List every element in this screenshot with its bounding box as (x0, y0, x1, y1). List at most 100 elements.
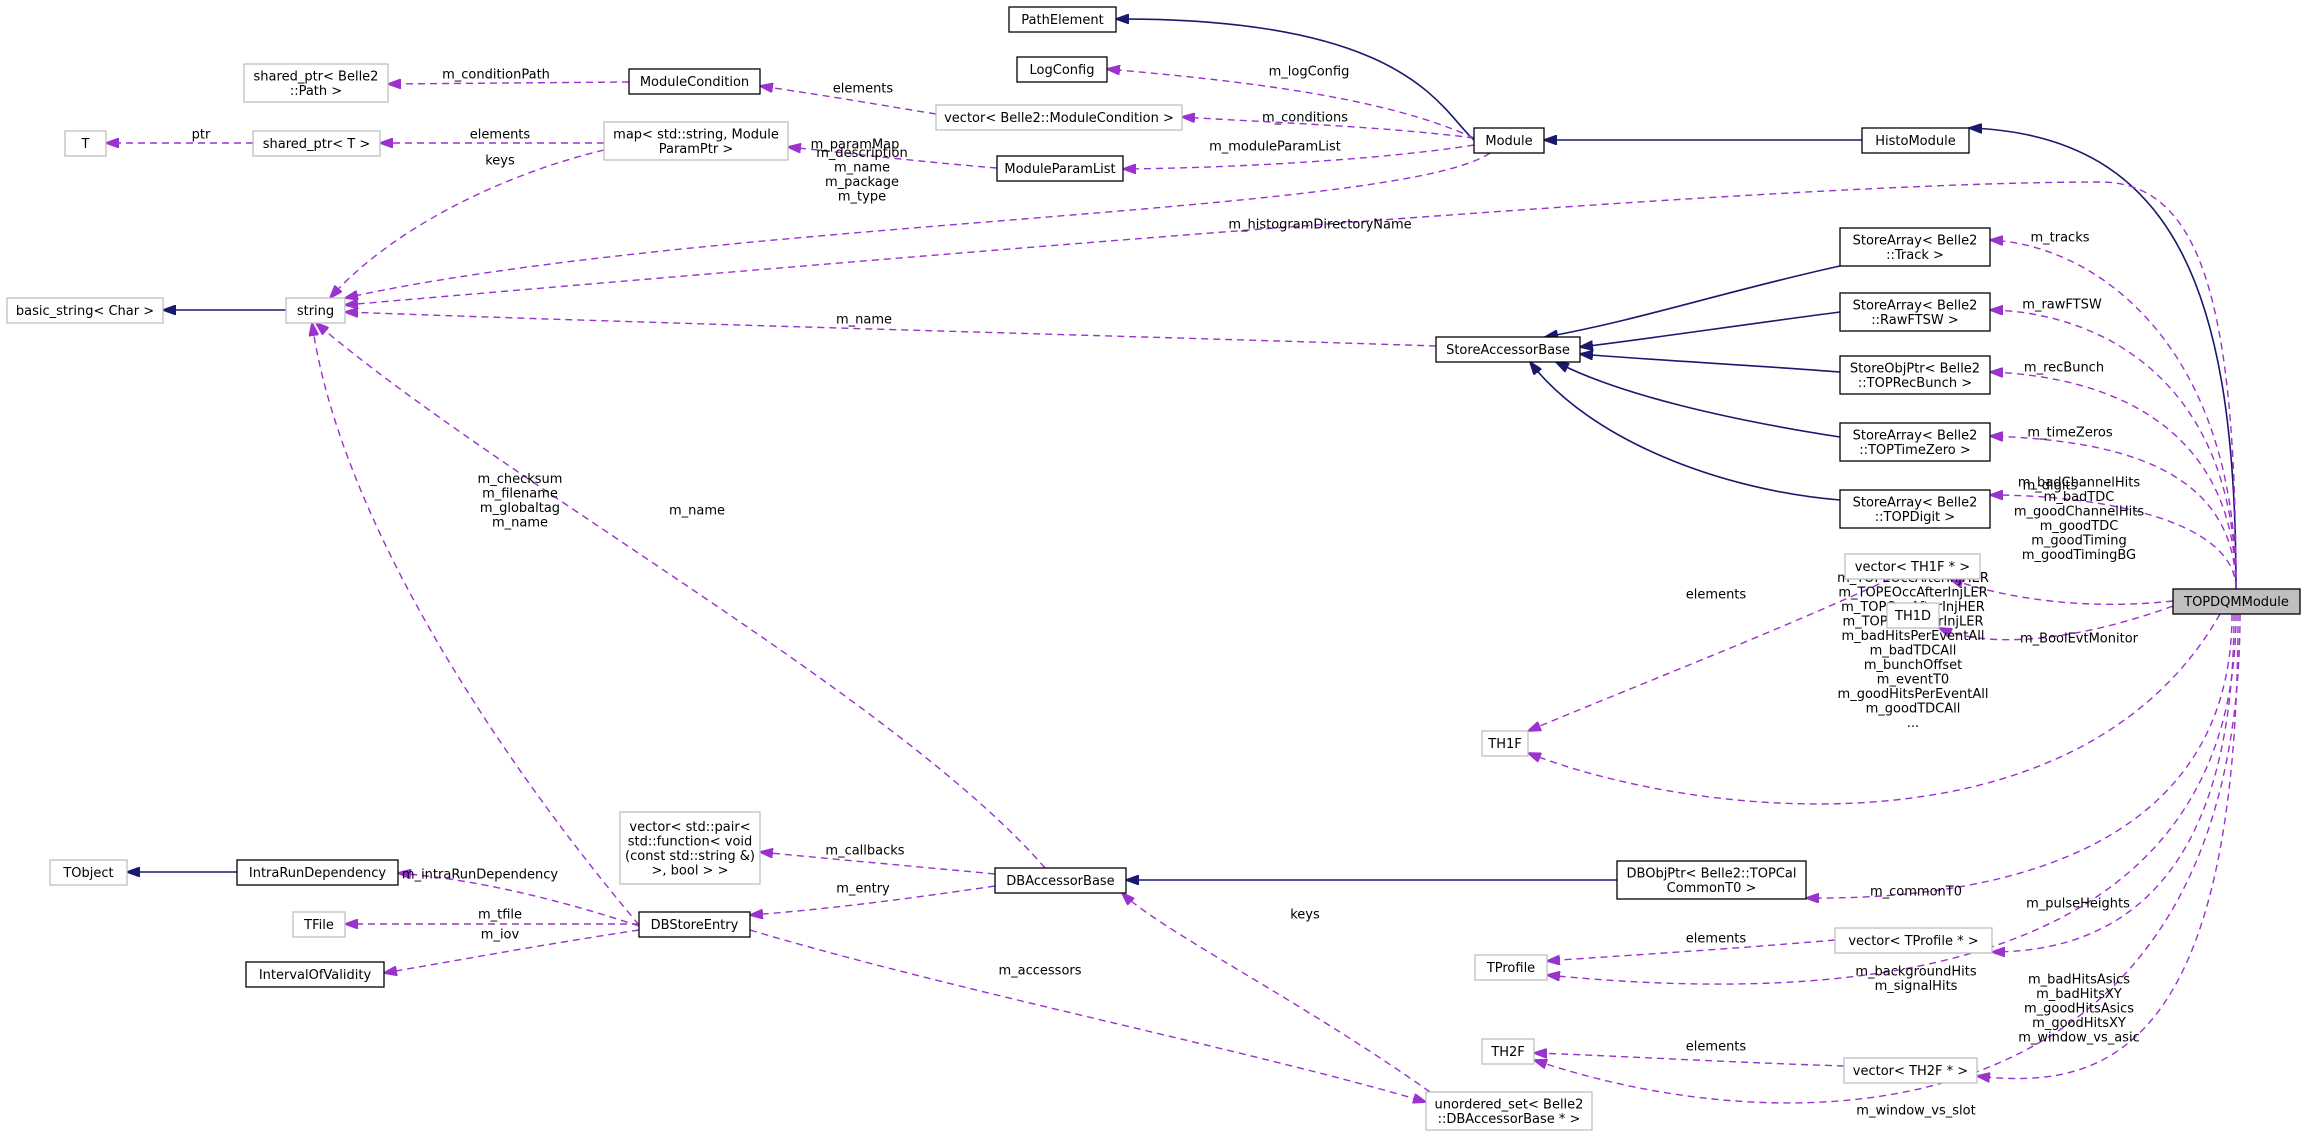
class-node-unorderedset[interactable]: unordered_set< Belle2::DBAccessorBase * … (1425, 1091, 1593, 1131)
class-node-vecmodcond[interactable]: vector< Belle2::ModuleCondition > (935, 104, 1183, 131)
usage-edge (1547, 939, 1836, 961)
usage-edge (1950, 579, 2174, 606)
class-node-label: T (81, 137, 90, 152)
usage-edge (1992, 613, 2235, 952)
class-node-histomodule[interactable]: HistoModule (1861, 127, 1970, 154)
class-node-module[interactable]: Module (1473, 127, 1545, 154)
edge-label: elements (1686, 1040, 1747, 1055)
class-node-box[interactable] (628, 68, 761, 95)
class-node-vectprofile[interactable]: vector< TProfile * > (1834, 927, 1993, 954)
inheritance-edge (1116, 19, 1475, 141)
class-node-box[interactable] (1839, 227, 1991, 267)
class-node-box[interactable] (1839, 292, 1991, 332)
class-node-satimezero[interactable]: StoreArray< Belle2::TOPTimeZero > (1839, 422, 1991, 462)
class-node-box[interactable] (935, 104, 1183, 131)
class-node-sharedpath[interactable]: shared_ptr< Belle2::Path > (243, 63, 389, 103)
class-node-box[interactable] (1844, 553, 1981, 580)
class-node-box[interactable] (1839, 489, 1991, 529)
class-node-label: vector< std::pair<std::function< void(co… (625, 820, 755, 879)
usage-edge (1534, 613, 2241, 1104)
class-node-box[interactable] (252, 130, 381, 157)
class-node-box[interactable] (996, 155, 1124, 182)
class-node-sadigit[interactable]: StoreArray< Belle2::TOPDigit > (1839, 489, 1991, 529)
usage-edge (788, 147, 998, 169)
class-node-box[interactable] (1834, 927, 1993, 954)
class-node-box[interactable] (236, 859, 399, 886)
class-node-pathelement[interactable]: PathElement (1008, 6, 1117, 33)
class-node-tprofile[interactable]: TProfile (1474, 954, 1548, 981)
usage-edge (1990, 310, 2237, 590)
class-node-box[interactable] (1616, 860, 1807, 900)
edge-label: keys (1290, 908, 1320, 923)
class-node-tobject[interactable]: TObject (49, 859, 128, 886)
class-node-box[interactable] (1843, 1057, 1978, 1084)
class-node-modulecondition[interactable]: ModuleCondition (628, 68, 761, 95)
class-node-th2f[interactable]: TH2F (1481, 1038, 1535, 1065)
usage-edge (388, 82, 630, 84)
class-node-label: TObject (62, 866, 113, 881)
class-node-box[interactable] (638, 911, 751, 938)
class-node-box[interactable] (1425, 1091, 1593, 1131)
class-node-box[interactable] (603, 121, 789, 161)
class-node-vecpairfn[interactable]: vector< std::pair<std::function< void(co… (619, 811, 761, 885)
usage-edge (1528, 613, 2221, 805)
class-node-box[interactable] (994, 867, 1127, 894)
class-node-logconfig[interactable]: LogConfig (1016, 56, 1108, 83)
edge-label: keys (485, 154, 515, 169)
class-node-box[interactable] (243, 63, 389, 103)
class-node-box[interactable] (1474, 954, 1548, 981)
class-node-box[interactable] (6, 297, 164, 324)
class-node-box[interactable] (1008, 6, 1117, 33)
class-node-box[interactable] (1435, 336, 1581, 363)
class-node-box[interactable] (49, 859, 128, 886)
edge-label: elements (470, 128, 531, 143)
class-node-box[interactable] (285, 297, 346, 324)
class-node-box[interactable] (1481, 1038, 1535, 1065)
class-node-th1f[interactable]: TH1F (1481, 730, 1529, 757)
class-node-topdqmmodule[interactable]: TOPDQMModule (2172, 588, 2301, 615)
class-node-dbstoreentry[interactable]: DBStoreEntry (638, 911, 751, 938)
class-node-box[interactable] (245, 961, 385, 988)
class-node-label: shared_ptr< Belle2::Path > (254, 69, 379, 99)
class-node-label: DBStoreEntry (651, 918, 739, 933)
edge-label: m_paramMap (811, 138, 900, 153)
class-node-sharedt[interactable]: shared_ptr< T > (252, 130, 381, 157)
class-node-storeaccessorbase[interactable]: StoreAccessorBase (1435, 336, 1581, 363)
class-node-vecth2f[interactable]: vector< TH2F * > (1843, 1057, 1978, 1084)
class-node-box[interactable] (1886, 602, 1940, 629)
class-node-label: StoreArray< Belle2::TOPTimeZero > (1853, 428, 1978, 458)
class-node-satrack[interactable]: StoreArray< Belle2::Track > (1839, 227, 1991, 267)
class-node-sorecbunch[interactable]: StoreObjPtr< Belle2::TOPRecBunch > (1839, 355, 1991, 395)
class-node-string[interactable]: string (285, 297, 346, 324)
class-node-box[interactable] (64, 130, 107, 157)
class-node-box[interactable] (1839, 422, 1991, 462)
class-node-box[interactable] (1839, 355, 1991, 395)
class-node-th1d[interactable]: TH1D (1886, 602, 1940, 629)
class-node-box[interactable] (1481, 730, 1529, 757)
class-node-label: HistoModule (1875, 134, 1955, 149)
class-node-box[interactable] (619, 811, 761, 885)
class-node-moduleparamlist[interactable]: ModuleParamList (996, 155, 1124, 182)
class-node-dbaccessorbase[interactable]: DBAccessorBase (994, 867, 1127, 894)
class-node-basicstring[interactable]: basic_string< Char > (6, 297, 164, 324)
class-node-box[interactable] (2172, 588, 2301, 615)
class-node-intrarundependency[interactable]: IntraRunDependency (236, 859, 399, 886)
class-node-box[interactable] (1016, 56, 1108, 83)
class-node-box[interactable] (1473, 127, 1545, 154)
class-node-vecth1f[interactable]: vector< TH1F * > (1844, 553, 1981, 580)
edge-label: m_pulseHeights (2026, 897, 2130, 912)
class-node-t[interactable]: T (64, 130, 107, 157)
inheritance-edge (1580, 354, 1841, 373)
edge-label: m_tfile (478, 908, 522, 923)
class-node-sarawftsw[interactable]: StoreArray< Belle2::RawFTSW > (1839, 292, 1991, 332)
class-node-tfile[interactable]: TFile (292, 911, 346, 938)
class-node-box[interactable] (292, 911, 346, 938)
usage-edge (345, 181, 2237, 590)
class-node-intervalofvalidity[interactable]: IntervalOfValidity (245, 961, 385, 988)
class-node-label: DBAccessorBase (1006, 874, 1114, 889)
class-node-box[interactable] (1861, 127, 1970, 154)
edge-label: m_name (669, 504, 725, 519)
